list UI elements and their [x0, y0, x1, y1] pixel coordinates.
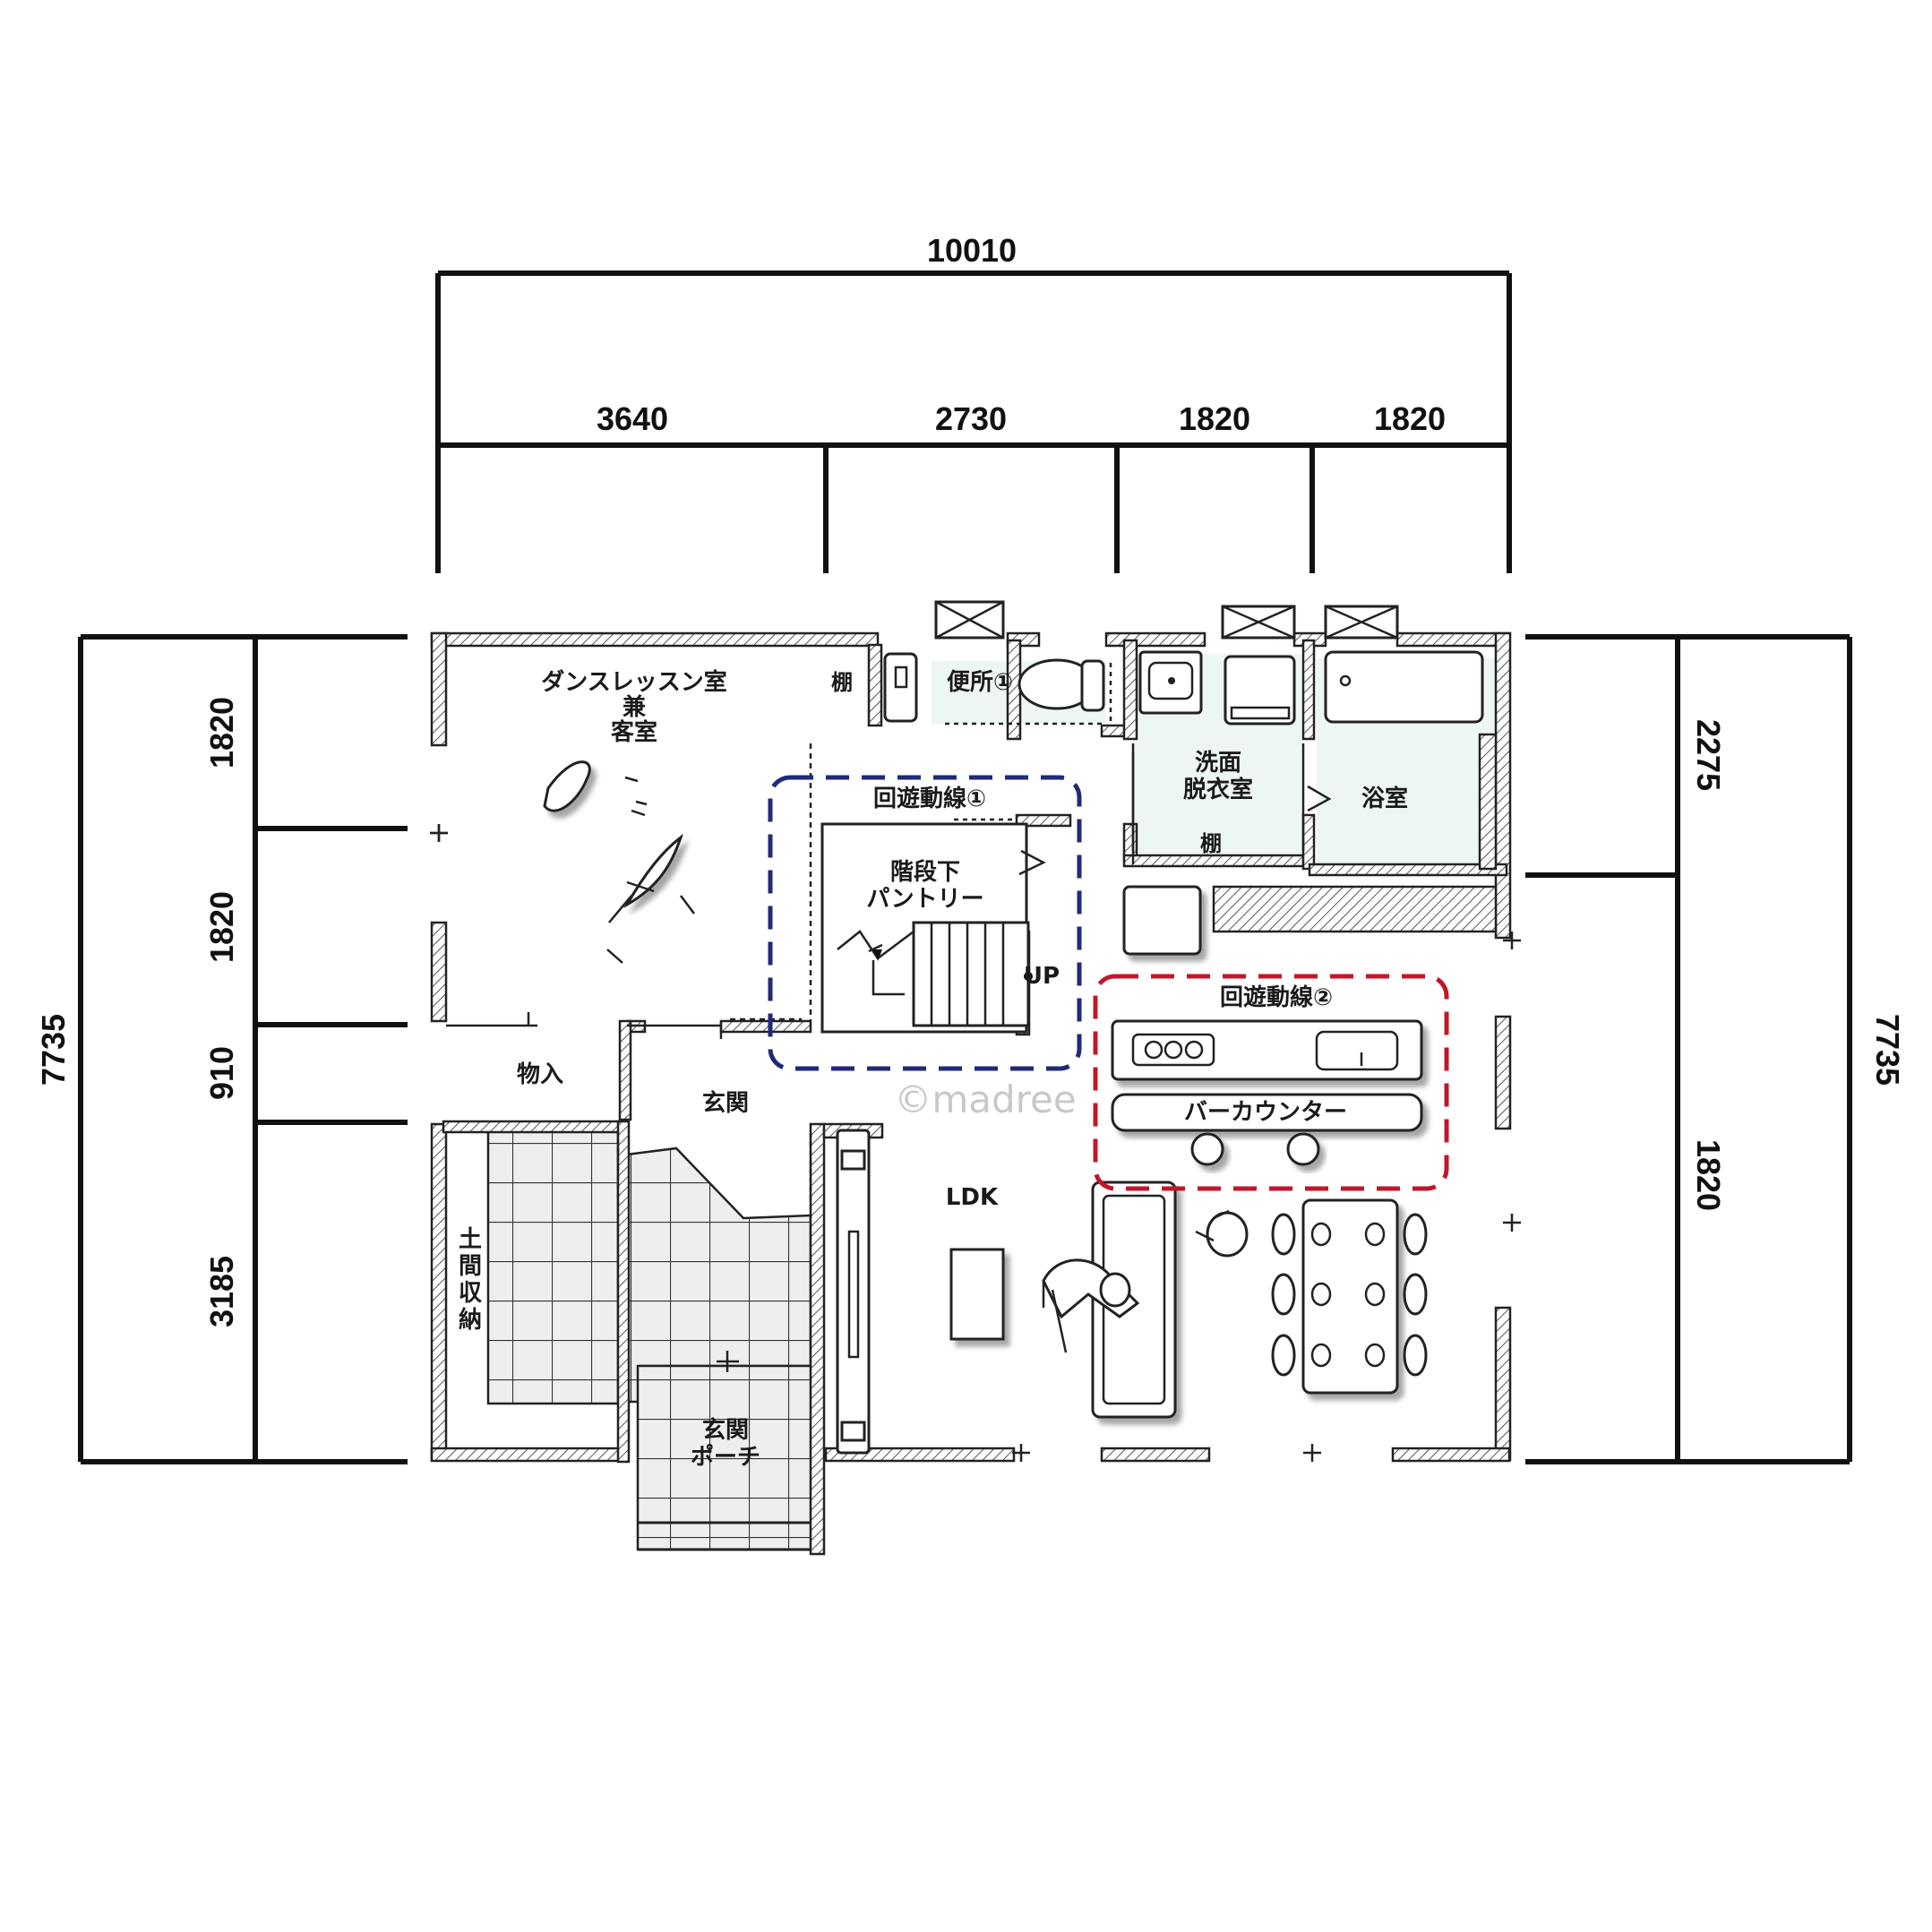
label-shelf-1: 棚 — [831, 670, 853, 695]
washing-machine — [1224, 655, 1296, 726]
toilet-bowl — [1018, 658, 1105, 712]
label-shelf-2: 棚 — [1200, 831, 1222, 856]
label-dance-room-2: 兼 — [623, 693, 646, 721]
dim-left-1: 1820 — [203, 697, 240, 769]
label-washroom-2: 脱衣室 — [1183, 776, 1253, 803]
window — [934, 600, 1005, 640]
wash-basin — [1138, 650, 1203, 715]
label-pantry-2: パントリー — [866, 886, 983, 913]
label-ldk: LDK — [946, 1184, 999, 1211]
label-porch-2: ポーチ — [691, 1443, 760, 1471]
label-up: UP — [1024, 963, 1060, 990]
label-storage: 物入 — [517, 1061, 563, 1088]
label-loop-2: 回遊動線② — [1220, 983, 1333, 1011]
up-marker — [1024, 972, 1033, 981]
tv-board — [836, 1129, 871, 1455]
dim-right-2: 1820 — [1690, 1139, 1727, 1211]
coffee-table — [949, 1248, 1005, 1341]
bar-counter-top — [1111, 1093, 1423, 1132]
label-porch-1: 玄関 — [702, 1416, 749, 1444]
window — [1324, 605, 1399, 640]
dim-right-total: 7735 — [1869, 1014, 1906, 1086]
label-loop-1: 回遊動線① — [873, 785, 986, 812]
porch-tiles — [636, 1364, 817, 1551]
loop-1-outline — [768, 775, 1082, 1071]
top-windows — [934, 600, 1399, 640]
label-washroom-1: 洗面 — [1195, 750, 1241, 777]
dim-top-2: 2730 — [935, 400, 1007, 437]
dim-top-4: 1820 — [1374, 400, 1446, 437]
entrance-tiles — [618, 1146, 812, 1404]
dim-top-total: 10010 — [927, 232, 1017, 269]
toilet-sink — [883, 652, 918, 723]
dim-top-1: 3640 — [597, 400, 668, 437]
watermark: ©madree — [894, 1078, 1076, 1121]
dim-left-3: 910 — [203, 1046, 240, 1100]
person-standing — [1195, 1209, 1249, 1258]
window — [1221, 605, 1296, 640]
dim-left-4: 3185 — [203, 1256, 240, 1327]
bathtub — [1324, 650, 1484, 724]
label-pantry-1: 階段下 — [890, 858, 960, 886]
label-bathroom: 浴室 — [1361, 785, 1408, 812]
earth-storage-tiles — [486, 1129, 620, 1405]
walls — [430, 631, 1512, 1556]
right-dimensions: 7735 2275 1820 — [1525, 634, 1906, 1464]
fridge — [1122, 885, 1202, 956]
dim-top-3: 1820 — [1179, 400, 1250, 437]
label-earth-storage-2: 間 — [459, 1253, 482, 1280]
stair-pantry-block — [820, 822, 1046, 1034]
dim-left-total: 7735 — [35, 1014, 72, 1086]
wet-fixtures — [883, 650, 1484, 851]
left-dimensions: 7735 1820 1820 910 3185 — [35, 634, 408, 1464]
label-bar-counter: バーカウンター — [1184, 1099, 1347, 1126]
kitchen-block — [1111, 885, 1423, 1166]
loop-2-outline — [1093, 974, 1449, 1191]
dancers — [543, 760, 695, 964]
label-dance-room-1: ダンスレッスン室 — [541, 668, 726, 696]
label-toilet: 便所① — [947, 669, 1013, 696]
top-dimensions: 10010 3640 2730 1820 1820 — [435, 232, 1512, 573]
dining-set — [1271, 1198, 1428, 1395]
dim-right-1: 2275 — [1690, 719, 1727, 791]
bar-stool — [1190, 1132, 1224, 1166]
bar-stool — [1286, 1132, 1320, 1166]
label-earth-storage-3: 収 — [459, 1280, 483, 1307]
room-labels: ダンスレッスン室 兼 客室 棚 便所① 洗面 脱衣室 浴室 棚 回遊動線① 階段… — [459, 668, 1408, 1471]
dim-left-2: 1820 — [203, 891, 240, 963]
label-earth-storage-1: 土 — [459, 1226, 482, 1253]
tick-marks — [430, 824, 1521, 1462]
person-lying — [1042, 1258, 1140, 1353]
label-dance-room-3: 客室 — [611, 718, 657, 746]
label-earth-storage-4: 納 — [459, 1306, 482, 1334]
label-entrance: 玄関 — [702, 1089, 749, 1117]
